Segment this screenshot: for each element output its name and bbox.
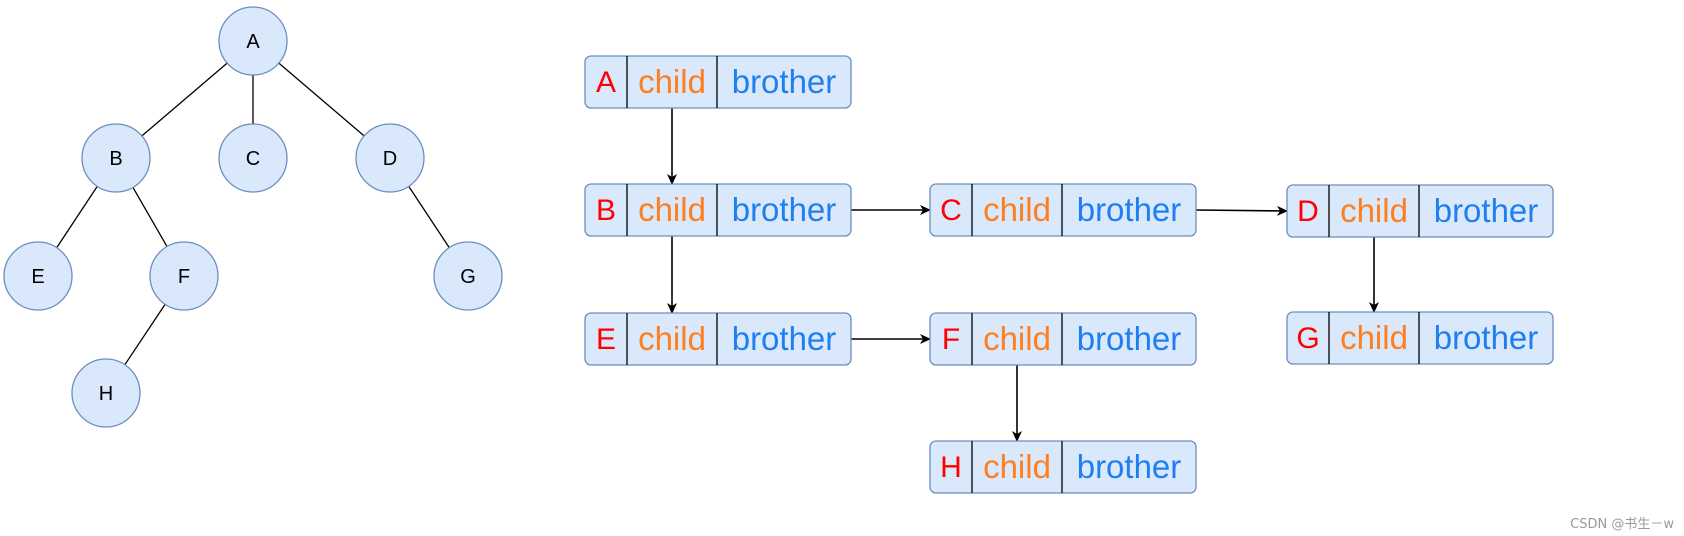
record-name: C (940, 194, 962, 227)
record-name: A (596, 66, 616, 99)
tree-edge-d-g (408, 186, 450, 248)
tree-node-circle (218, 123, 288, 193)
tree-node-g: G (433, 241, 503, 311)
tree-node-label: F (178, 266, 190, 288)
tree-edge-b-f (132, 187, 168, 247)
tree-node-circle (3, 241, 73, 311)
record-box (1286, 311, 1554, 365)
record-box (584, 183, 852, 237)
record-child-field: child (983, 191, 1051, 228)
tree-node-circle (149, 241, 219, 311)
tree-node-a: A (218, 6, 288, 76)
tree-node-h: H (71, 358, 141, 428)
record-child-field: child (638, 63, 706, 100)
record-box (584, 55, 852, 109)
tree-node-label: C (246, 148, 260, 170)
record-brother-field: brother (1077, 448, 1182, 485)
record-child-field: child (983, 320, 1051, 357)
record-brother-field: brother (1434, 192, 1539, 229)
record-child-field: child (1340, 319, 1408, 356)
tree-node-circle (433, 241, 503, 311)
tree-edge-a-d (278, 62, 365, 137)
record-brother-field: brother (732, 320, 837, 357)
tree-node-circle (81, 123, 151, 193)
record-name: B (596, 194, 616, 227)
brother-link-c-d (1195, 205, 1288, 216)
record-child-field: child (983, 448, 1051, 485)
record-brother-field: brother (732, 191, 837, 228)
tree-edge-a-b (141, 62, 228, 137)
record-child-field: child (1340, 192, 1408, 229)
record-child-field: child (638, 320, 706, 357)
record-name: H (940, 451, 962, 484)
tree-edge-b-e (56, 186, 98, 248)
record-name: D (1297, 195, 1319, 228)
tree-node-e: E (3, 241, 73, 311)
tree-node-label: D (383, 148, 397, 170)
tree-node-f: F (149, 241, 219, 311)
tree-edge-f-h (124, 303, 166, 366)
record-name: G (1296, 322, 1319, 355)
tree-edges (56, 62, 450, 366)
record-name: E (596, 323, 616, 356)
record-box (929, 440, 1197, 494)
record-box (929, 183, 1197, 237)
tree-node-label: B (109, 148, 122, 170)
watermark: CSDN @书生－w (1570, 517, 1674, 532)
record-box (1286, 184, 1554, 238)
child-brother-links (667, 108, 1379, 442)
record-brother-field: brother (1077, 320, 1182, 357)
tree-node-label: A (246, 31, 260, 53)
record-brother-field: brother (732, 63, 837, 100)
tree-node-label: G (460, 266, 476, 288)
tree-node-circle (218, 6, 288, 76)
tree-node-circle (71, 358, 141, 428)
record-brother-field: brother (1434, 319, 1539, 356)
record-child-field: child (638, 191, 706, 228)
tree-node-label: E (31, 266, 44, 288)
record-box (929, 312, 1197, 366)
record-brother-field: brother (1077, 191, 1182, 228)
tree-node-b: B (81, 123, 151, 193)
tree-node-label: H (99, 383, 113, 405)
record-box (584, 312, 852, 366)
tree-nodes: A B C D E F G H (3, 6, 503, 428)
tree-node-d: D (355, 123, 425, 193)
tree-node-circle (355, 123, 425, 193)
tree-node-c: C (218, 123, 288, 193)
record-name: F (942, 323, 960, 356)
